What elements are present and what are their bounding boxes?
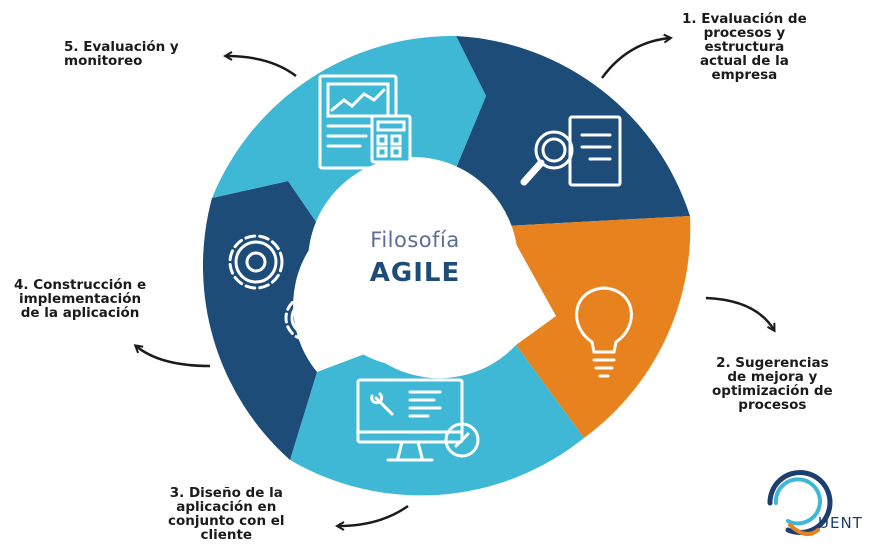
center-circle bbox=[308, 157, 518, 367]
segment-step-2 bbox=[506, 216, 691, 438]
step-1-label: 1. Evaluación de procesos y estructura a… bbox=[682, 11, 807, 83]
document-magnifier-icon bbox=[520, 115, 622, 187]
arrow-to-step-4 bbox=[136, 346, 211, 368]
arrow-to-step-5 bbox=[226, 56, 297, 77]
step-3-label: 3. Diseño de la aplicación en conjunto c… bbox=[168, 485, 285, 543]
center-title: Filosofía bbox=[370, 228, 460, 252]
segment-step-1 bbox=[456, 36, 690, 226]
center-subtitle: AGILE bbox=[369, 258, 461, 288]
step-2-label: 2. Sugerencias de mejora y optimización … bbox=[712, 355, 833, 413]
quenta-logo-icon bbox=[767, 470, 833, 536]
lightbulb-icon bbox=[575, 286, 633, 378]
arrow-to-step-1 bbox=[600, 38, 670, 79]
arrow-to-step-3 bbox=[338, 504, 409, 526]
segment-step-3 bbox=[290, 345, 584, 496]
step-4-label: 4. Construcción e implementación de la a… bbox=[14, 277, 147, 321]
monitor-wrench-icon bbox=[356, 378, 480, 462]
arrow-to-step-2 bbox=[705, 296, 774, 330]
logo-text: UENT bbox=[818, 514, 863, 532]
report-calculator-icon bbox=[318, 74, 412, 170]
gears-icon bbox=[228, 234, 332, 342]
segment-step-5 bbox=[212, 35, 486, 233]
step-5-label: 5. Evaluación y monitoreo bbox=[64, 39, 179, 69]
